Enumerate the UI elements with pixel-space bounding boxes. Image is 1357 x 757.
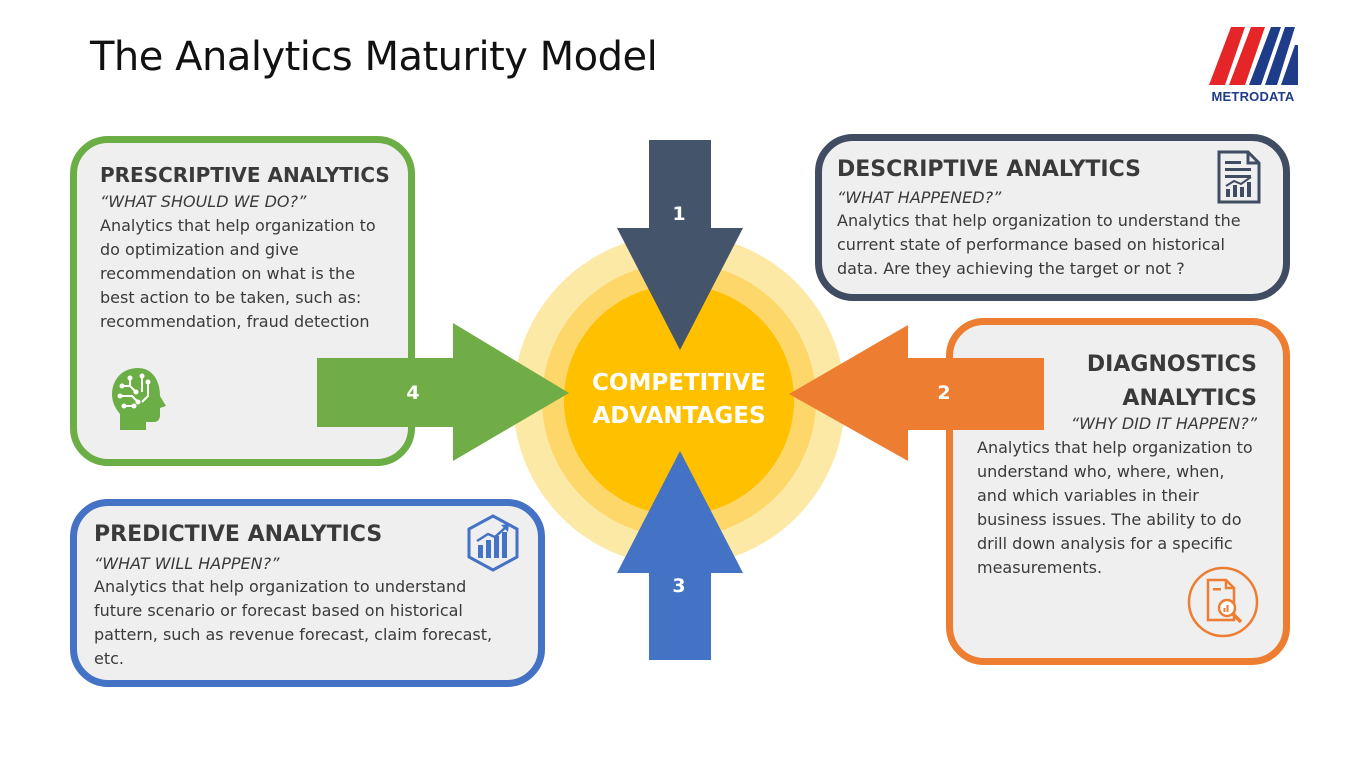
description-line: etc.	[94, 649, 124, 668]
center-line-2: ADVANTAGES	[592, 403, 766, 429]
description-line: Analytics that help organization to unde…	[837, 211, 1241, 230]
predictive-description: Analytics that help organization to unde…	[94, 575, 492, 671]
descriptive-box	[815, 134, 1290, 301]
growth-chart-icon	[467, 514, 519, 572]
description-line: pattern, such as revenue forecast, claim…	[94, 625, 493, 644]
arrow-2	[789, 325, 1044, 461]
description-line: recommendation on what is the	[100, 264, 356, 283]
description-line: best action to be taken, such as:	[100, 288, 362, 307]
description-line: recommendation, fraud detection	[100, 312, 370, 331]
arrow-1-number: 1	[672, 203, 686, 225]
diagnostics-heading-line-1: DIAGNOSTICS	[1086, 352, 1257, 377]
diagnostics-heading-line-2: ANALYTICS	[1122, 386, 1257, 411]
descriptive-question: “WHAT HAPPENED?”	[837, 188, 1002, 207]
arrow-3	[617, 451, 743, 660]
prescriptive-description: Analytics that help organization to do o…	[100, 214, 376, 334]
center-label: COMPETITIVE ADVANTAGES	[568, 367, 790, 433]
predictive-box	[70, 499, 545, 687]
diagnostics-heading: DIAGNOSTICS ANALYTICS	[1000, 348, 1257, 416]
prescriptive-question: “WHAT SHOULD WE DO?”	[100, 192, 307, 211]
description-line: Analytics that help organization to unde…	[94, 577, 467, 596]
description-line: Analytics that help organization to	[977, 438, 1253, 457]
prescriptive-heading: PRESCRIPTIVE ANALYTICS	[100, 163, 390, 187]
description-line: current state of performance based on hi…	[837, 235, 1225, 254]
description-line: business issues. The ability to do	[977, 510, 1242, 529]
report-chart-icon	[1217, 150, 1261, 204]
predictive-heading: PREDICTIVE ANALYTICS	[94, 522, 383, 547]
description-line: future scenario or forecast based on his…	[94, 601, 463, 620]
arrow-4	[317, 323, 569, 461]
inner-circle	[564, 285, 794, 515]
description-line: understand who, where, when,	[977, 462, 1225, 481]
arrow-4-number: 4	[406, 382, 420, 404]
diagnostics-description: Analytics that help organization to unde…	[977, 436, 1253, 580]
arrow-2-number: 2	[937, 382, 951, 404]
description-line: Analytics that help organization to	[100, 216, 376, 235]
description-line: data. Are they achieving the target or n…	[837, 259, 1185, 278]
arrow-1	[617, 140, 743, 350]
descriptive-description: Analytics that help organization to unde…	[837, 209, 1241, 281]
logo-text: METRODATA	[1211, 89, 1295, 104]
page-title: The Analytics Maturity Model	[90, 34, 658, 80]
ai-head-icon	[112, 368, 166, 430]
description-line: and which variables in their	[977, 486, 1199, 505]
description-line: measurements.	[977, 558, 1103, 577]
description-line: drill down analysis for a specific	[977, 534, 1233, 553]
metrodata-logo	[1209, 27, 1298, 85]
predictive-question: “WHAT WILL HAPPEN?”	[94, 554, 280, 573]
arrow-3-number: 3	[672, 575, 686, 597]
document-search-icon	[1187, 566, 1259, 638]
center-line-1: COMPETITIVE	[592, 370, 766, 396]
descriptive-heading: DESCRIPTIVE ANALYTICS	[837, 157, 1142, 182]
diagnostics-question: “WHY DID IT HAPPEN?”	[1070, 414, 1257, 433]
description-line: do optimization and give	[100, 240, 299, 259]
